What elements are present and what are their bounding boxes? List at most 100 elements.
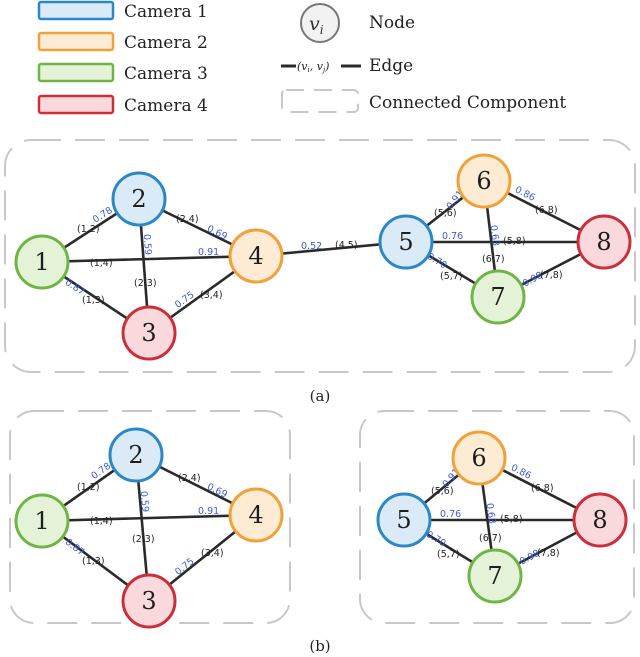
node-a-1: 1 (14, 234, 70, 290)
node-b-6: 6 (451, 430, 507, 486)
node-a-4-label: 4 (248, 242, 263, 270)
edge-weight-a-2-3: 0.59 (141, 234, 153, 256)
node-a-5: 5 (378, 214, 434, 270)
node-a-8-label: 8 (596, 228, 611, 256)
edge-name-b-1-4: (1,4) (90, 516, 113, 527)
edge-weight-b-2-3: 0.59 (138, 491, 151, 513)
node-a-6: 6 (456, 153, 512, 209)
edge-name-a-2-3: (2,3) (134, 278, 157, 289)
legend-component: Connected Component (281, 89, 566, 113)
legend-edge: (vi, vj) Edge (281, 56, 413, 76)
edge-name-b-5-8: (5,8) (500, 514, 523, 525)
node-a-6-circle (456, 153, 512, 209)
node-a-3-circle (121, 305, 177, 361)
legend-camera-1: Camera 1 (37, 0, 208, 22)
node-b-5-label: 5 (396, 506, 411, 534)
edge-name-a-2-4: (2,4) (176, 214, 199, 225)
legend-edge-symbol: (vi, vj) (297, 60, 329, 74)
node-b-8-circle (572, 492, 628, 548)
legend-node-symbol: vi (309, 13, 324, 37)
nodes-b: 1 2 3 4 5 6 7 (14, 427, 628, 629)
edge-weight-b-1-4: 0.91 (198, 506, 219, 517)
edge-weight-b-3-4: 0.75 (173, 556, 196, 578)
edge-weight-b-6-7: 0.63 (484, 502, 498, 524)
camera-1-label: Camera 1 (124, 2, 208, 22)
panel-b: (1,2) 0.78 (1,4) 0.91 (1,3) 0.87 (2,3) 0… (9, 410, 635, 655)
legend-camera-3: Camera 3 (37, 62, 208, 84)
node-b-5: 5 (376, 492, 432, 548)
edge-name-a-5-8: (5,8) (503, 236, 526, 247)
edge-weight-a-5-8: 0.76 (442, 231, 463, 242)
node-b-2-label: 2 (128, 441, 143, 469)
camera-4-swatch (37, 94, 115, 115)
edge-name-b-5-6: (5,6) (431, 486, 454, 497)
edge-name-a-1-4: (1,4) (90, 258, 113, 269)
caption-a: (a) (310, 387, 331, 405)
node-a-3: 3 (121, 305, 177, 361)
node-a-1-label: 1 (34, 248, 49, 276)
connected-component-a (4, 139, 636, 373)
edge-name-b-3-4: (3,4) (201, 548, 224, 559)
edge-weight-a-6-7: 0.63 (488, 224, 501, 246)
node-a-3-label: 3 (141, 319, 156, 347)
node-b-8: 8 (572, 492, 628, 548)
node-a-2-label: 2 (131, 185, 146, 213)
panel-a: (1,2) 0.78 (1,4) 0.91 (1,3) 0.87 (2,3) 0… (4, 139, 636, 405)
nodes-a: 1 2 3 4 5 6 7 (14, 153, 632, 361)
connected-component-b-right (359, 410, 635, 624)
edge-name-b-5-7: (5,7) (437, 549, 460, 560)
edge-name-b-2-4: (2,4) (178, 473, 201, 484)
edge-name-b-2-3: (2,3) (132, 534, 155, 545)
node-a-5-label: 5 (398, 228, 413, 256)
node-a-8: 8 (576, 214, 632, 270)
edge-name-a-5-6: (5,6) (434, 208, 457, 219)
node-a-7-label: 7 (490, 283, 505, 311)
node-a-7: 7 (470, 269, 526, 325)
edge-name-a-1-3: (1,3) (82, 295, 105, 306)
legend-component-label: Connected Component (369, 93, 566, 113)
node-b-1-circle (14, 493, 70, 549)
edge-name-a-6-7: (6,7) (482, 254, 505, 265)
node-b-5-circle (376, 492, 432, 548)
edge-name-b-1-2: (1,2) (77, 482, 100, 493)
legend-node-label: Node (369, 13, 415, 33)
edge-a-1-4 (41, 254, 257, 264)
edge-name-a-3-4: (3,4) (200, 290, 223, 301)
edge-name-b-6-8: (6,8) (531, 483, 554, 494)
legend: Camera 1 Camera 2 Camera 3 Camera 4 vi N… (37, 0, 566, 116)
node-b-4-label: 4 (248, 501, 263, 529)
edge-name-a-4-5: (4,5) (335, 240, 358, 251)
node-b-2: 2 (108, 427, 164, 483)
node-a-7-circle (470, 269, 526, 325)
edge-name-a-5-7: (5,7) (440, 271, 463, 282)
node-b-3-label: 3 (141, 587, 156, 615)
edge-labels-b: (1,2) 0.78 (1,4) 0.91 (1,3) 0.87 (2,3) 0… (63, 461, 560, 578)
camera-4-label: Camera 4 (124, 96, 208, 116)
edge-name-b-1-3: (1,3) (82, 556, 105, 567)
node-b-6-label: 6 (471, 444, 486, 472)
node-b-3-circle (121, 573, 177, 629)
node-b-2-circle (108, 427, 164, 483)
node-b-6-circle (451, 430, 507, 486)
node-b-7: 7 (467, 548, 523, 604)
camera-3-label: Camera 3 (124, 64, 208, 84)
edge-weight-b-2-4: 0.69 (205, 481, 229, 500)
node-b-1: 1 (14, 493, 70, 549)
camera-2-swatch (37, 31, 115, 52)
node-a-4: 4 (228, 228, 284, 284)
node-b-7-circle (467, 548, 523, 604)
edge-weight-a-2-4: 0.69 (205, 223, 229, 242)
caption-b: (b) (309, 637, 330, 655)
edge-name-b-7-8: (7,8) (537, 548, 560, 559)
edge-name-a-6-8: (6,8) (535, 205, 558, 216)
camera-3-swatch (37, 62, 115, 83)
node-b-3: 3 (121, 573, 177, 629)
legend-component-box (281, 89, 359, 113)
edge-weight-b-5-8: 0.76 (440, 509, 461, 520)
node-a-2-circle (111, 171, 167, 227)
node-a-4-circle (228, 228, 284, 284)
legend-node: vi Node (300, 3, 415, 43)
node-a-2: 2 (111, 171, 167, 227)
node-b-4: 4 (228, 487, 284, 543)
